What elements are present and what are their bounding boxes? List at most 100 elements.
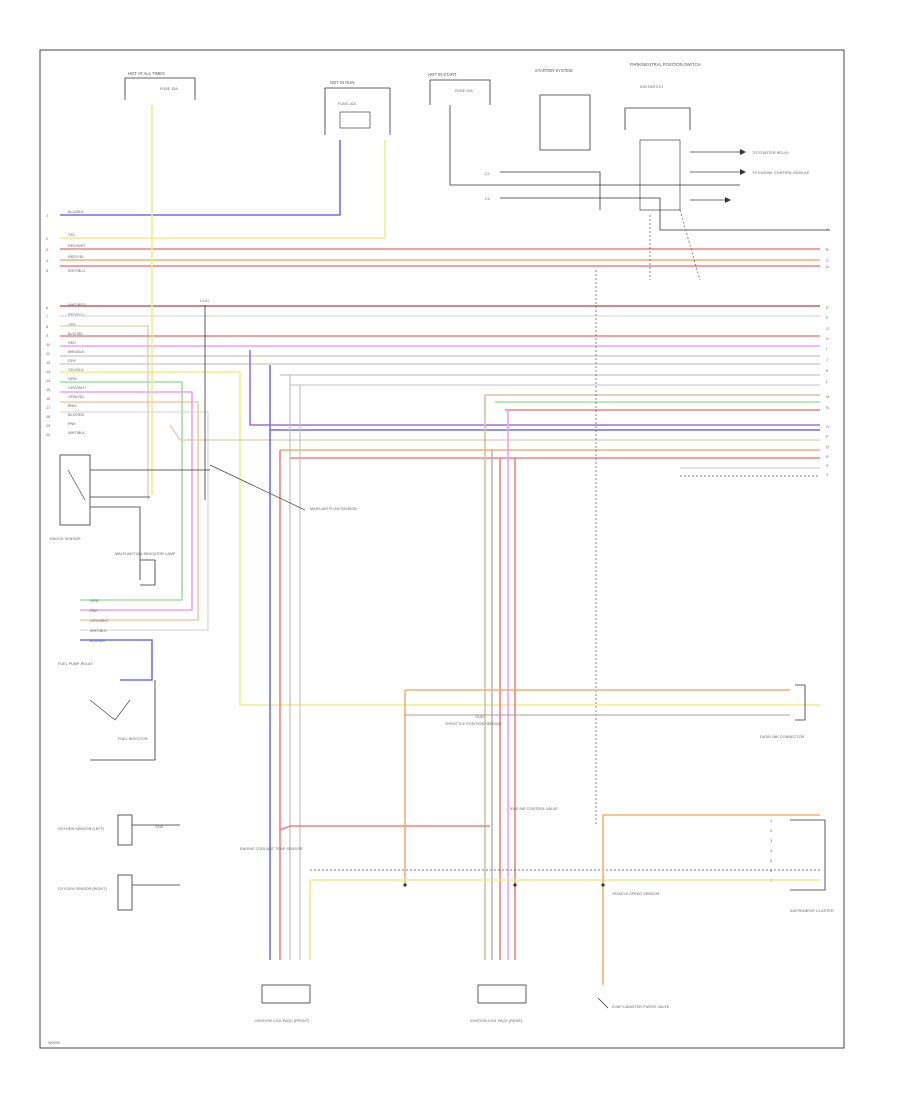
svg-text:4: 4	[770, 849, 772, 853]
component-dlc: DATA LINK CONNECTOR	[760, 684, 806, 739]
svg-text:E: E	[826, 306, 829, 310]
main-bus	[60, 305, 820, 706]
left-wire-color-labels: BLU/BLK YEL RED/WHT RED/YEL WHT/BLU WHT/…	[68, 210, 87, 435]
label-speed-sensor: VEHICLE SPEED SENSOR	[612, 892, 660, 896]
tiny-label-b: C2	[485, 197, 490, 201]
svg-text:3: 3	[46, 248, 48, 252]
label-gnd: GND	[155, 825, 164, 829]
center-label-idle: IDLE AIR CONTROL VALVE	[510, 807, 558, 811]
svg-text:WHT/BLK: WHT/BLK	[68, 431, 85, 435]
top-component-park-neutral: PARK/NEUTRAL POSITION SWITCH IGN SWITCH	[624, 62, 701, 211]
svg-text:PNK: PNK	[90, 609, 98, 613]
svg-text:2: 2	[46, 237, 48, 241]
sensor-wiring-lower	[279, 689, 820, 985]
svg-text:15: 15	[46, 388, 50, 392]
svg-text:20: 20	[46, 433, 50, 437]
svg-text:GRY: GRY	[68, 359, 77, 363]
label-hot-in-run: HOT IN RUN	[330, 80, 354, 85]
wire-stack-left-mid: GRN PNK ORG/WHT WHT/BLK BLU/BLK	[80, 599, 153, 681]
label-fuse-a: FUSE 15A	[160, 87, 178, 91]
label-oxygen-right: OXYGEN SENSOR (RIGHT)	[58, 887, 107, 891]
svg-text:5: 5	[770, 859, 772, 863]
top-right-arrows: TO STARTER RELAY TO ENGINE CONTROL MODUL…	[690, 149, 810, 203]
svg-text:16: 16	[46, 397, 50, 401]
component-evap: EVAP CANISTER PURGE VALVE	[597, 997, 670, 1009]
component-coil-pack-rear: IGNITION COIL PACK (REAR)	[470, 984, 527, 1023]
svg-text:WHT/BLK: WHT/BLK	[90, 629, 107, 633]
label-hot-at-all-times: HOT AT ALL TIMES	[128, 71, 165, 76]
svg-text:14: 14	[46, 379, 50, 383]
svg-text:BLK/YEL: BLK/YEL	[68, 332, 83, 336]
svg-text:6: 6	[46, 306, 48, 310]
center-label-ect: ENGINE COOLANT TEMP SENSOR	[240, 847, 303, 851]
page-id: W0000	[48, 1041, 60, 1045]
label-mil: MALFUNCTION INDICATOR LAMP	[115, 552, 176, 556]
svg-text:BLU/BLK: BLU/BLK	[68, 210, 84, 214]
svg-text:19: 19	[46, 424, 50, 428]
svg-text:1: 1	[770, 819, 772, 823]
svg-text:3: 3	[770, 839, 772, 843]
svg-text:M: M	[826, 395, 829, 399]
vertical-drops	[151, 105, 516, 960]
svg-text:H: H	[826, 337, 829, 341]
svg-text:B: B	[826, 248, 829, 252]
component-coil-pack-front: IGNITION COIL PACK (FRONT)	[255, 984, 311, 1023]
svg-text:10: 10	[46, 343, 50, 347]
svg-text:GRY: GRY	[68, 323, 77, 327]
svg-text:T: T	[826, 473, 829, 477]
svg-text:BLK/RED: BLK/RED	[68, 413, 85, 417]
svg-text:D: D	[826, 265, 829, 269]
svg-text:17: 17	[46, 406, 50, 410]
svg-text:4: 4	[46, 259, 48, 263]
svg-text:GRN: GRN	[68, 377, 77, 381]
upper-bus	[60, 140, 820, 267]
svg-text:2: 2	[770, 829, 772, 833]
svg-text:Q: Q	[826, 445, 829, 449]
svg-text:L: L	[826, 380, 828, 384]
svg-text:GRN/YEL: GRN/YEL	[68, 395, 85, 399]
svg-text:O: O	[826, 425, 829, 429]
label-coil-rear: IGNITION COIL PACK (REAR)	[470, 1019, 523, 1023]
svg-text:8: 8	[46, 325, 48, 329]
top-component-hot-in-run: HOT IN RUN FUSE 10A	[324, 80, 391, 135]
svg-text:RED/BLU: RED/BLU	[68, 313, 85, 317]
svg-text:GRN: GRN	[90, 599, 99, 603]
svg-text:WHT/RED: WHT/RED	[68, 303, 86, 307]
diagram-frame	[39, 49, 845, 1049]
note-to-starter-relay: TO STARTER RELAY	[752, 151, 789, 155]
label-evap: EVAP CANISTER PURGE VALVE	[612, 1005, 670, 1009]
center-label-mass-air: MASS AIR FLOW SENSOR	[310, 507, 357, 511]
svg-text:R: R	[826, 455, 829, 459]
label-coil-front: IGNITION COIL PACK (FRONT)	[255, 1019, 310, 1023]
label-starter: STARTER SYSTEM	[535, 68, 573, 73]
svg-text:A: A	[826, 228, 829, 232]
top-component-hot-at-all-times: HOT AT ALL TIMES FUSE 15A	[124, 71, 196, 100]
component-instrument-cluster: 1 2 3 4 5 6 7 INSTRUMENT CLUSTER	[770, 819, 834, 913]
svg-text:K: K	[826, 369, 829, 373]
svg-text:12: 12	[46, 361, 50, 365]
svg-text:7: 7	[770, 879, 772, 883]
svg-text:G: G	[826, 327, 829, 331]
center-label-throttle: THROTTLE POSITION SENSOR	[445, 722, 502, 726]
label-fuse-b: FUSE 10A	[338, 102, 356, 106]
svg-text:18: 18	[46, 415, 50, 419]
component-fuel-pump: FUEL PUMP RELAY FUEL INJECTOR	[58, 662, 156, 761]
label-fuse-c: FUSE 20A	[455, 89, 473, 93]
svg-text:ORG/WHT: ORG/WHT	[68, 386, 87, 390]
svg-text:P: P	[826, 435, 829, 439]
svg-text:RED/YEL: RED/YEL	[68, 255, 84, 259]
label-knock-sensor: KNOCK SENSOR	[50, 537, 81, 541]
component-oxygen-left: OXYGEN SENSOR (LEFT)	[58, 814, 180, 846]
svg-text:YEL/BLU: YEL/BLU	[68, 368, 84, 372]
svg-text:YEL: YEL	[68, 233, 75, 237]
svg-text:J: J	[826, 358, 828, 362]
label-hot-in-start: HOT IN START	[428, 72, 457, 77]
label-oxygen-left: OXYGEN SENSOR (LEFT)	[58, 827, 105, 831]
component-oxygen-right: OXYGEN SENSOR (RIGHT) GND	[58, 825, 180, 911]
svg-text:S: S	[826, 464, 829, 468]
center-label-connector-b: C102	[475, 715, 484, 719]
svg-text:RED: RED	[68, 341, 76, 345]
svg-text:9: 9	[46, 334, 48, 338]
svg-text:BRN: BRN	[68, 404, 76, 408]
